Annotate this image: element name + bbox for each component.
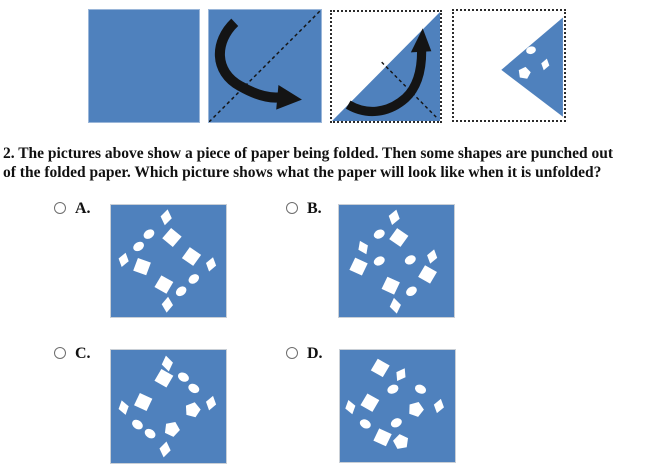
- punched-hole: [159, 441, 171, 458]
- punched-hole: [388, 209, 400, 226]
- punched-hole: [205, 395, 217, 411]
- option-c-label: C.: [75, 345, 91, 362]
- punched-hole: [133, 257, 151, 276]
- twice-folded-triangle-paper: [501, 17, 563, 117]
- punched-hole: [404, 255, 416, 265]
- punched-hole: [358, 240, 368, 255]
- punched-hole: [409, 402, 424, 417]
- fold-arrow-icon: [214, 18, 281, 103]
- punched-hole: [143, 229, 155, 239]
- option-a-radio[interactable]: [54, 202, 66, 214]
- punched-hole: [133, 241, 144, 252]
- punched-hole: [373, 229, 385, 239]
- punched-hole: [370, 358, 390, 378]
- question-text-line-2: of the folded paper. Which picture shows…: [3, 164, 602, 181]
- option-d-image: [339, 349, 456, 463]
- punched-hole: [134, 392, 153, 411]
- option-d-label: D.: [307, 345, 323, 362]
- option-b-radio[interactable]: [286, 202, 298, 214]
- punched-hole: [132, 419, 143, 430]
- question-text-line-1: 2. The pictures above show a piece of pa…: [3, 145, 614, 162]
- punched-hole: [390, 418, 402, 428]
- punched-hole: [396, 368, 406, 382]
- punched-hole: [185, 402, 201, 418]
- punched-hole: [387, 384, 399, 394]
- punched-hole: [427, 249, 438, 264]
- option-a-image: [110, 204, 227, 318]
- punched-hole: [154, 275, 174, 294]
- punched-hole: [433, 398, 444, 414]
- option-d-radio[interactable]: [286, 347, 298, 359]
- option-b-label: B.: [307, 200, 322, 217]
- punched-hole: [181, 247, 202, 266]
- punched-hole: [160, 209, 172, 226]
- punched-hole: [144, 428, 156, 439]
- punched-hole: [188, 274, 200, 284]
- punched-hole: [393, 434, 409, 449]
- punched-hole: [164, 421, 180, 437]
- punched-hole: [118, 400, 129, 415]
- punched-hole: [345, 399, 356, 415]
- option-b-image: [338, 204, 455, 318]
- fold-step-2-first-fold: [208, 9, 322, 123]
- punched-hole: [360, 393, 380, 412]
- option-c-image: [110, 349, 227, 464]
- option-c-radio[interactable]: [54, 347, 66, 359]
- punched-hole: [414, 384, 427, 394]
- punched-hole: [188, 383, 200, 394]
- punched-hole: [349, 257, 368, 276]
- punched-hole: [389, 297, 401, 314]
- fold-arrow-head-icon: [410, 28, 432, 53]
- punched-hole: [389, 228, 409, 247]
- fold-line-dashed: [209, 10, 321, 122]
- question-text: 2. The pictures above show a piece of pa…: [3, 144, 613, 182]
- punched-hole: [541, 58, 550, 71]
- punched-hole: [118, 252, 129, 268]
- punched-hole: [418, 265, 437, 284]
- punched-hole: [526, 46, 536, 55]
- punched-hole: [373, 428, 392, 447]
- punched-hole: [161, 355, 173, 372]
- option-a-label: A.: [75, 200, 91, 217]
- punched-hole: [162, 228, 182, 247]
- fold-arrow-icon: [345, 51, 427, 117]
- punched-hole: [381, 276, 400, 295]
- punched-hole: [205, 257, 217, 272]
- punched-hole: [154, 368, 174, 388]
- punched-hole: [373, 256, 385, 266]
- fold-step-3-folded-once: [330, 10, 442, 123]
- punched-hole: [406, 286, 417, 296]
- punched-hole: [359, 419, 371, 429]
- punched-hole: [518, 66, 531, 79]
- punched-hole: [161, 296, 174, 313]
- fold-step-4-punched-paper: [452, 9, 566, 122]
- punched-hole: [175, 286, 187, 297]
- fold-arrow-head-icon: [276, 85, 302, 110]
- punched-hole: [178, 372, 189, 382]
- fold-step-1-unfolded-paper: [88, 9, 200, 123]
